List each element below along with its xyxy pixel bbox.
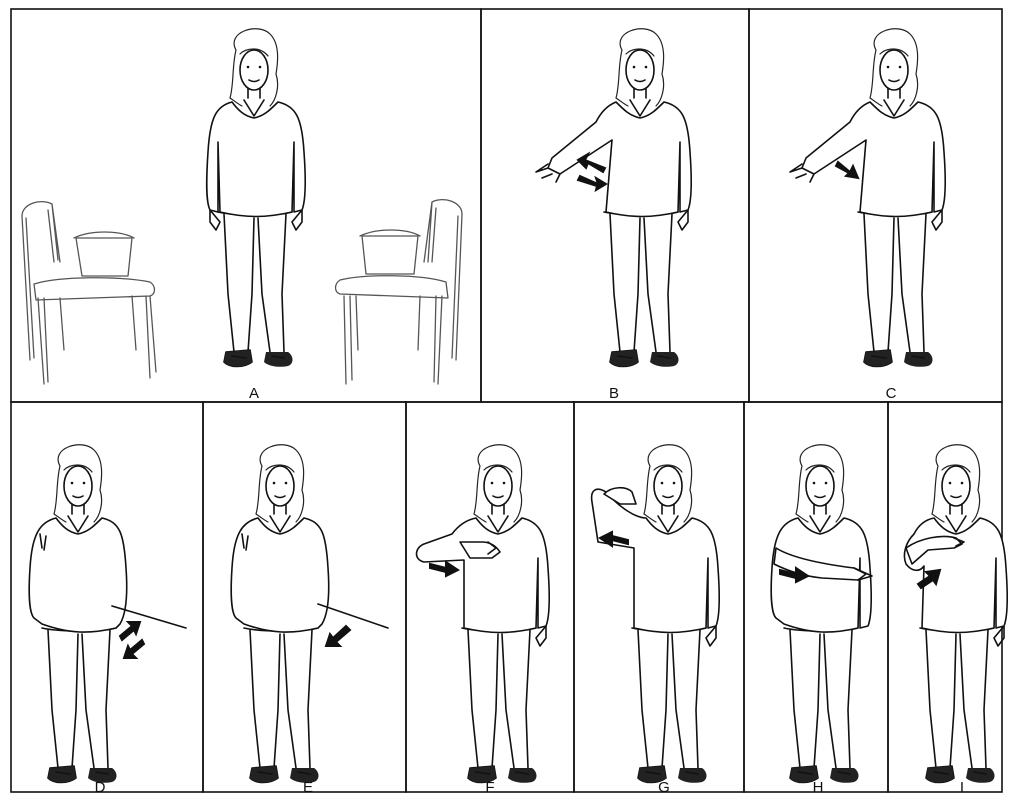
woman-figure-h <box>771 445 872 783</box>
woman-figure-b <box>536 29 691 367</box>
panel-e: E <box>231 445 388 796</box>
woman-figure-e <box>231 445 329 783</box>
motion-arrows-c <box>836 162 858 178</box>
motion-arrows-f <box>430 562 458 576</box>
panel-a: A <box>22 29 462 402</box>
panel-label-e: E <box>303 779 313 796</box>
panel-b: B <box>536 29 691 402</box>
panel-label-c: C <box>886 385 897 402</box>
woman-figure-c <box>790 29 945 367</box>
panel-h: H <box>771 445 872 796</box>
motion-arrows-e <box>326 626 350 646</box>
panel-g: G <box>592 445 720 796</box>
panel-i: I <box>904 445 1007 796</box>
panel-label-g: G <box>658 779 670 796</box>
stick-e <box>318 604 388 628</box>
chair-left <box>22 202 156 384</box>
panel-f: F <box>417 445 550 796</box>
panel-label-f: F <box>485 779 494 796</box>
woman-figure-a <box>207 29 306 367</box>
panel-c: C <box>790 29 945 402</box>
woman-figure-i <box>904 445 1007 783</box>
panel-d: D <box>29 445 186 796</box>
panel-label-h: H <box>813 779 824 796</box>
panel-label-d: D <box>95 779 106 796</box>
panel-label-i: I <box>960 779 964 796</box>
chair-right <box>336 200 463 384</box>
panel-label-a: A <box>249 385 259 402</box>
woman-figure-g <box>592 445 720 783</box>
motion-arrows-b <box>578 154 606 190</box>
woman-figure-d <box>29 445 127 783</box>
woman-figure-f <box>417 445 550 783</box>
motion-arrows-d <box>120 622 144 658</box>
panel-label-b: B <box>609 385 619 402</box>
